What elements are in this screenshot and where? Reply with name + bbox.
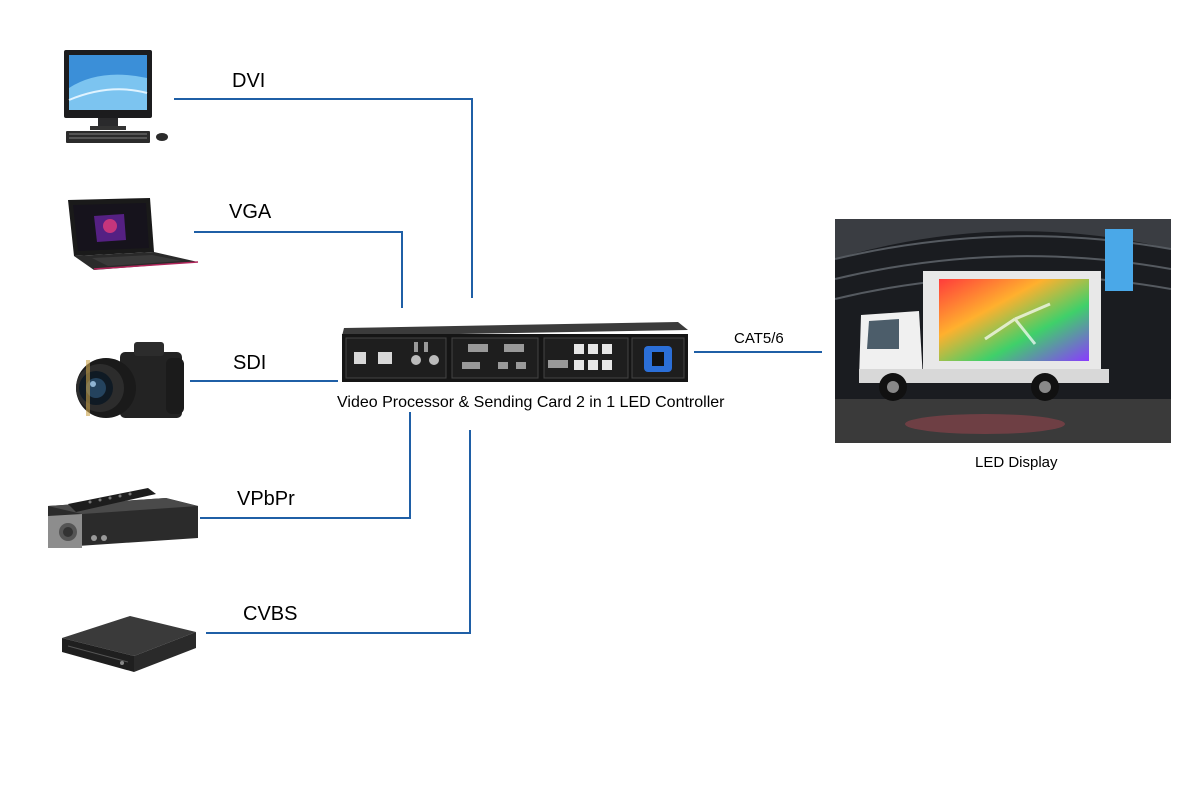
cat-cable-label: CAT5/6 — [734, 330, 784, 347]
led-display-icon — [835, 219, 1171, 443]
led-display-label: LED Display — [975, 454, 1058, 471]
controller-label: Video Processor & Sending Card 2 in 1 LE… — [337, 394, 725, 411]
vga-connector-line — [194, 231, 403, 308]
sdi-label: SDI — [233, 352, 267, 374]
vga-label: VGA — [229, 201, 272, 223]
vpbpr-connector-line — [200, 412, 411, 519]
dvd-player-icon — [62, 616, 196, 672]
cvbs-label: CVBS — [243, 603, 298, 625]
dvi-connector-line — [174, 98, 473, 298]
cvbs-connector-line — [206, 430, 471, 634]
laptop-icon — [68, 198, 199, 270]
led-controller-icon — [342, 322, 688, 382]
set-top-box-icon — [48, 488, 198, 548]
dvi-label: DVI — [232, 70, 266, 92]
camera-icon — [76, 342, 184, 418]
desktop-computer-icon — [64, 50, 168, 143]
vpbpr-label: VPbPr — [237, 488, 295, 510]
